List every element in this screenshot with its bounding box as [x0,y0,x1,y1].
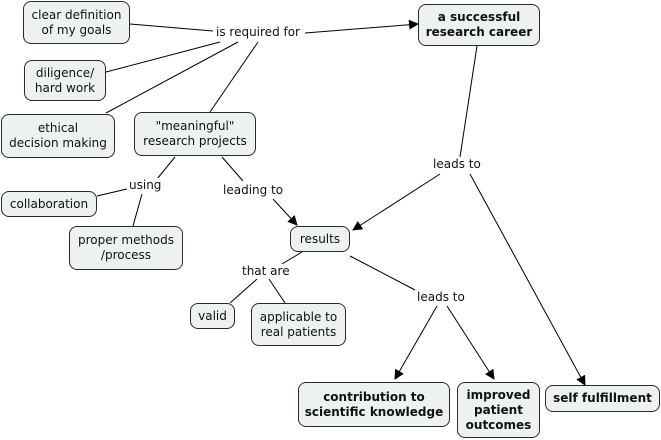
node-successful-research-career[interactable]: a successful research career [418,4,540,46]
node-improved-patient-outcomes[interactable]: improved patient outcomes [457,382,540,438]
node-applicable-to-real-patients[interactable]: applicable to real patients [251,303,346,346]
edge-required-career [304,19,419,34]
link-label-is-required-for: is required for [214,25,302,40]
edge-leadsto2-contribution [394,305,438,380]
edge-thatare-valid [229,278,258,304]
edge-results-thatare [281,251,303,265]
link-label-leads-to-results: leads to [415,290,467,305]
link-label-using: using [127,178,164,193]
link-label-leading-to: leading to [221,183,286,198]
node-self-fulfillment[interactable]: self fulfillment [545,385,660,412]
edge-leading-results [272,198,298,226]
edge-meaningful-required [209,41,259,113]
node-proper-methods-process[interactable]: proper methods /process [69,226,183,270]
node-contribution-to-scientific-knowledge[interactable]: contribution to scientific knowledge [298,382,450,427]
edge-goals-required [129,23,214,32]
edge-diligence-required [105,41,221,73]
node-valid[interactable]: valid [190,303,235,329]
edge-leadsto-results [352,173,441,231]
node-collaboration[interactable]: collaboration [1,191,97,217]
node-diligence-hard-work[interactable]: diligence/ hard work [24,60,106,101]
node-results[interactable]: results [290,226,350,252]
link-label-that-are: that are [240,264,292,279]
edge-thatare-applicable [268,278,286,304]
edge-using-methods [132,193,143,227]
edge-leadsto-fulfillment [469,173,586,386]
edge-meaningful-leading [221,156,244,182]
edge-ethical-required [105,41,239,114]
edge-meaningful-using [156,156,176,180]
link-label-leads-to-career: leads to [431,157,483,172]
edge-results-leadsto2 [349,255,416,291]
edge-leadsto2-improved [446,305,495,380]
node-clear-definition-of-goals[interactable]: clear definition of my goals [23,1,130,44]
edge-using-collaboration [96,188,128,197]
edge-career-leadsto [459,45,478,158]
node-meaningful-research-projects[interactable]: "meaningful" research projects [134,112,256,156]
node-ethical-decision-making[interactable]: ethical decision making [1,114,115,158]
